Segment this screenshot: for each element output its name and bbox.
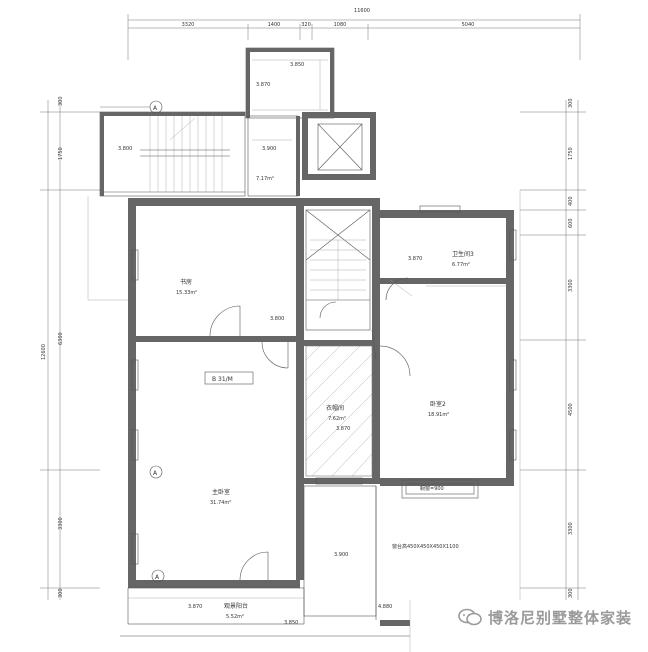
balcony: 观景阳台 5.52m² 3.870 3.850 xyxy=(120,587,410,637)
hatching xyxy=(305,345,373,477)
dim-right-3: 400 xyxy=(568,196,574,206)
dim-right-6: 4500 xyxy=(568,403,574,416)
elevation-tag: 3.850 xyxy=(284,620,298,626)
watermark-text: 博洛尼别墅整体家装 xyxy=(487,609,632,627)
doors xyxy=(209,277,411,581)
dim-right-8: 300 xyxy=(568,588,574,598)
internal-stair xyxy=(305,209,371,331)
dim-top-5: 5040 xyxy=(462,22,475,28)
wechat-icon xyxy=(458,608,482,626)
external-stair: 3.800 A xyxy=(87,100,246,301)
stair-treads xyxy=(140,116,230,192)
room-study-area: 15.33m² xyxy=(176,290,197,296)
elevation-tag: 3.870 xyxy=(408,256,422,262)
dim-left-4: 12600 xyxy=(41,344,47,360)
left-dimension-chain: 300 1750 6300 12600 3300 300 xyxy=(40,96,100,600)
elevation-tag: 3.800 xyxy=(270,316,284,322)
elevation-tag: 3.900 xyxy=(262,146,276,152)
room-bedroom2: 卧室2 18.91m² xyxy=(426,285,506,418)
room-master-area: 31.74m² xyxy=(210,500,231,506)
room-balcony-area: 5.52m² xyxy=(226,614,244,620)
dim-top-1: 3320 xyxy=(182,22,195,28)
lower-corridor: 3.900 窗台高450X450X450X1100 4.880 xyxy=(303,485,459,652)
room-closet-name: 衣帽间 xyxy=(326,404,344,412)
window-marks xyxy=(131,205,517,565)
elevation-tag: 3.900 xyxy=(334,552,348,558)
grid-axis-bubble: A xyxy=(153,470,158,477)
room-master: 主卧室 31.74m² xyxy=(210,488,231,506)
room-bath3-name: 卫生间3 xyxy=(452,250,474,258)
dim-left-5: 3300 xyxy=(58,517,64,530)
bay-window-label: 橱窗=900 xyxy=(420,485,444,492)
dim-left-3: 6300 xyxy=(58,332,64,345)
bay-window: 橱窗=900 xyxy=(401,479,479,499)
dim-right-5: 3300 xyxy=(568,279,574,292)
room-pantry: 7.17m² 3.900 xyxy=(247,115,300,197)
room-master-name: 主卧室 xyxy=(212,488,230,496)
right-dimension-chain: 300 1750 400 600 3300 4500 3300 300 xyxy=(519,98,586,600)
dim-right-7: 3300 xyxy=(568,522,574,535)
room-study-name: 书房 xyxy=(180,278,192,286)
main-walls xyxy=(128,198,514,588)
top-projection: 3.850 3.870 xyxy=(245,47,335,119)
dim-left-2: 1750 xyxy=(58,147,64,160)
room-balcony-name: 观景阳台 xyxy=(224,602,248,610)
top-dimension-chain: 11600 3320 1400 320 1080 5040 xyxy=(127,8,581,60)
dim-left-6: 300 xyxy=(58,588,64,598)
elevation-tag: 3.870 xyxy=(336,426,350,432)
elevation-tag: 4.880 xyxy=(378,604,392,610)
room-closet: 衣帽间 7.62m² 3.870 xyxy=(305,345,373,477)
dim-right-1: 300 xyxy=(568,98,574,108)
elevation-tag: 3.850 xyxy=(290,62,304,68)
dim-top-3: 320 xyxy=(301,22,311,28)
room-closet-area: 7.62m² xyxy=(328,416,346,422)
elevation-tag: 3.870 xyxy=(256,82,270,88)
room-study: 书房 15.33m² 3.800 xyxy=(176,278,284,322)
b-axis-label: B 31/M xyxy=(204,371,254,385)
dim-right-4: 600 xyxy=(568,218,574,228)
grid-axis-bubble: A xyxy=(153,105,158,112)
grid-axis-bubble: A xyxy=(155,574,160,581)
dim-top-2: 1400 xyxy=(268,22,281,28)
elevation-tag: 3.870 xyxy=(188,604,202,610)
watermark: 博洛尼别墅整体家装 xyxy=(458,604,632,630)
window-note: 窗台高450X450X450X1100 xyxy=(392,543,459,550)
dim-left-1: 300 xyxy=(58,96,64,106)
elevator-shaft xyxy=(302,112,376,180)
room-bedroom2-area: 18.91m² xyxy=(428,412,449,418)
room-bath3-area: 6.77m² xyxy=(452,262,470,268)
room-bath3: 卫生间3 6.77m² 3.870 xyxy=(389,250,474,297)
room-bedroom2-name: 卧室2 xyxy=(430,400,446,408)
room-pantry-area: 7.17m² xyxy=(256,176,274,182)
dim-total: 11600 xyxy=(354,8,370,14)
b-axis-text: B 31/M xyxy=(212,376,233,383)
dim-right-2: 1750 xyxy=(568,147,574,160)
elevation-tag: 3.800 xyxy=(118,146,132,152)
grid-bubbles: A A xyxy=(149,465,165,583)
dim-top-4: 1080 xyxy=(334,22,347,28)
